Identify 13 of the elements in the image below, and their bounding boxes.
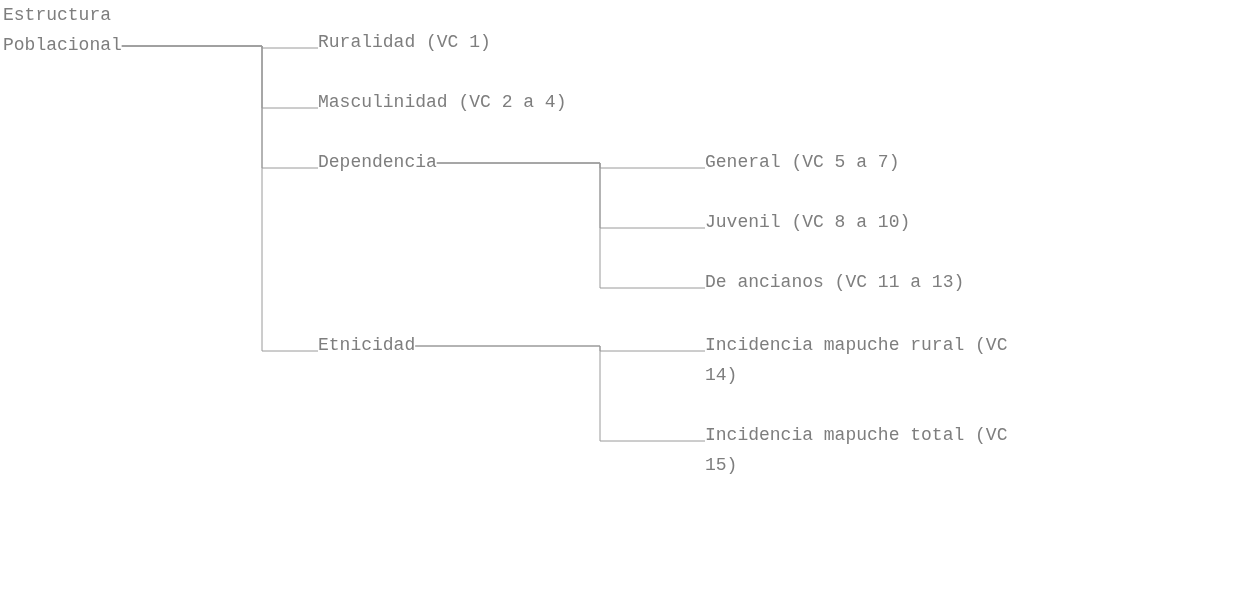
- node-label: Juvenil (VC 8 a 10): [705, 211, 911, 234]
- node-label: Incidencia mapuche total (VC 15): [705, 424, 1008, 477]
- node-label: Masculinidad (VC 2 a 4): [318, 91, 567, 114]
- connector-line: [121, 45, 319, 352]
- node-label: Etnicidad: [318, 334, 416, 357]
- node-label: Incidencia mapuche rural (VC 14): [705, 334, 1008, 387]
- node-label: Dependencia: [318, 151, 437, 174]
- node-label: Estructura Poblacional: [3, 4, 122, 57]
- node-label: General (VC 5 a 7): [705, 151, 900, 174]
- connector-line: [436, 162, 706, 289]
- node-label: De ancianos (VC 11 a 13): [705, 271, 965, 294]
- node-label: Ruralidad (VC 1): [318, 31, 491, 54]
- connector-line: [414, 345, 706, 442]
